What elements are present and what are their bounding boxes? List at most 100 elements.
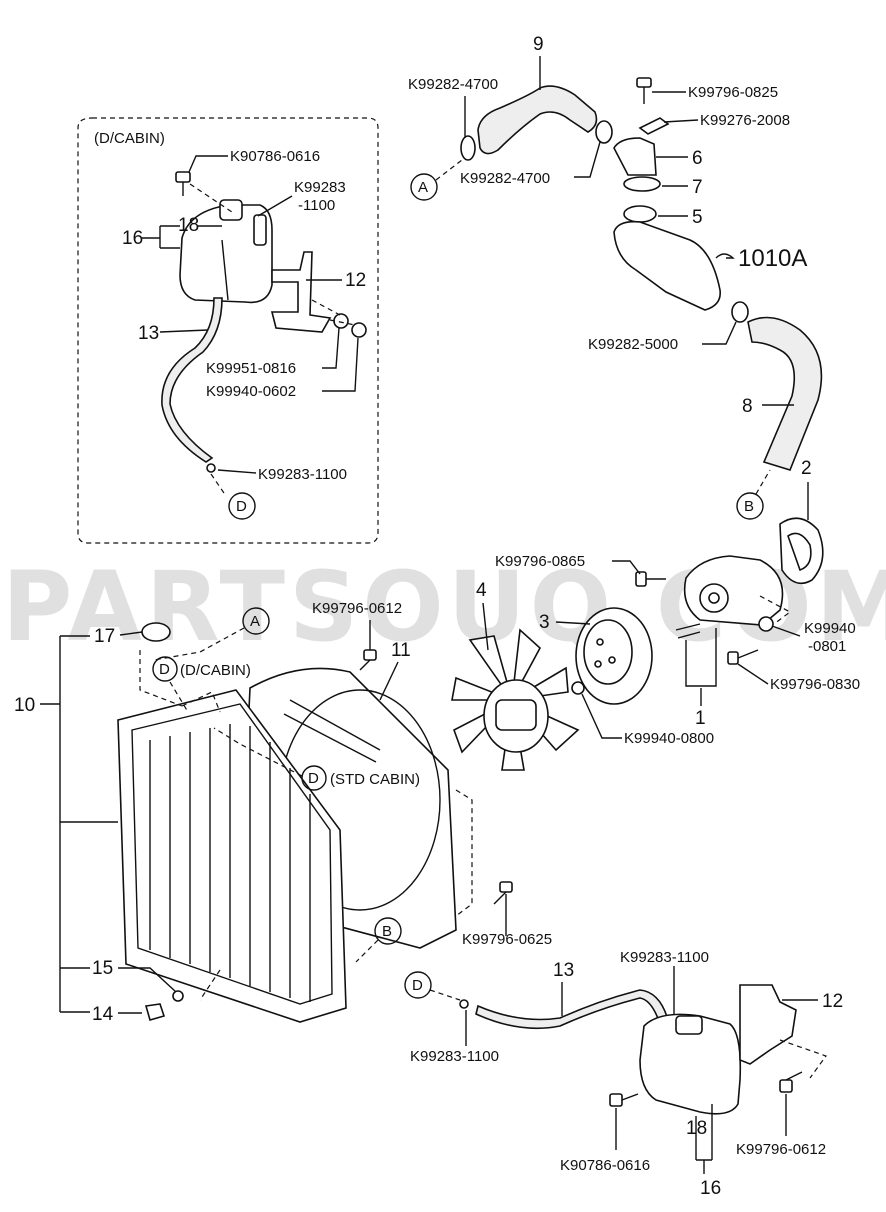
ref-b-top <box>736 492 764 520</box>
hose-clamp-icon <box>595 120 613 144</box>
callout-8: 8 <box>742 396 753 417</box>
bolt-icon-inset <box>175 171 191 196</box>
part-k99282-5000: K99282-5000 <box>588 336 678 353</box>
part-k99283-1100-inset: K99283-1100 <box>258 466 347 483</box>
ref-a-rad-label: A <box>250 613 260 630</box>
bolt-icon-0830 <box>727 649 759 665</box>
ref-b-top-label: B <box>744 498 754 515</box>
ref-b-rad <box>374 917 402 945</box>
nut-icon-0801 <box>758 616 774 632</box>
callout-3: 3 <box>539 612 550 633</box>
note-std-cabin: (STD CABIN) <box>330 771 420 788</box>
ref-d-dcabin-label: D <box>159 661 170 678</box>
callout-15: 15 <box>92 958 113 979</box>
bolt-icon-0612-main <box>779 1071 803 1093</box>
nut-icon-0800 <box>571 681 585 695</box>
callout-10: 10 <box>14 695 35 716</box>
part-k99796-0865: K99796-0865 <box>495 553 585 570</box>
ref-d-std <box>301 765 327 791</box>
upper-hose-group: A 9 K99282-4700 K99282-4700 <box>408 34 613 201</box>
radiator-group: K99796-0612 A D (D/CABIN) D (STD CABIN) … <box>14 600 552 1025</box>
ref-d-hose-label: D <box>412 977 423 994</box>
part-k99796-0612-main: K99796-0612 <box>736 1141 826 1158</box>
upper-hose <box>477 85 598 155</box>
fan-group: 4 <box>451 580 580 771</box>
part-k99940-0800: K99940-0800 <box>624 730 714 747</box>
overflow-hose-inset <box>161 297 223 463</box>
callout-9: 9 <box>533 34 544 55</box>
part-k99940-0602: K99940-0602 <box>206 383 296 400</box>
ref-d-inset <box>228 492 256 520</box>
callout-16-inset: 16 <box>122 228 143 249</box>
ref-d-std-label: D <box>308 770 319 787</box>
water-pump-group: 2 K99796-0865 1 K99940 -0801 K99796-0830 <box>495 458 860 729</box>
hose-clamp-icon <box>731 301 749 323</box>
part-k99283-1100-top: K99283-1100 <box>620 949 709 966</box>
callout-13-inset: 13 <box>138 323 159 344</box>
part-k99940-0801-a: K99940 <box>804 620 856 637</box>
bolt-icon-0865 <box>635 571 666 587</box>
water-pump <box>683 555 784 626</box>
ref-b-rad-label: B <box>382 923 392 940</box>
lower-hose-group: K99282-5000 8 B <box>588 301 823 520</box>
ref-a-top <box>410 173 438 201</box>
part-k99283-1100-hose: K99283-1100 <box>410 1048 499 1065</box>
part-k99282-4700-b: K99282-4700 <box>460 170 550 187</box>
callout-5: 5 <box>692 207 703 228</box>
gasket-icon <box>623 176 661 192</box>
radiator-cap-icon <box>141 622 171 642</box>
callout-18-inset: 18 <box>178 215 199 236</box>
bracket-main <box>739 984 797 1065</box>
thermostat-housing <box>613 220 722 311</box>
part-k99283-inset-b: -1100 <box>298 197 335 214</box>
ref-page-1010a: 1010A <box>738 245 807 272</box>
part-k99796-0825: K99796-0825 <box>688 84 778 101</box>
part-k99796-0625: K99796-0625 <box>462 931 552 948</box>
callout-12-main: 12 <box>822 991 843 1012</box>
clip-icon <box>638 117 670 135</box>
part-k90786-0616-main: K90786-0616 <box>560 1157 650 1174</box>
ref-a-rad <box>242 607 270 635</box>
callout-6: 6 <box>692 148 703 169</box>
callout-12-inset: 12 <box>345 270 366 291</box>
part-k99796-0612-top: K99796-0612 <box>312 600 402 617</box>
ref-d-inset-label: D <box>236 498 247 515</box>
callout-7: 7 <box>692 177 703 198</box>
callout-4: 4 <box>476 580 487 601</box>
part-k99282-4700-a: K99282-4700 <box>408 76 498 93</box>
inset-title: (D/CABIN) <box>94 130 165 147</box>
hose-clamp-icon <box>460 135 476 161</box>
ref-a-top-label: A <box>418 179 428 196</box>
washer-icon <box>333 313 349 329</box>
drain-cock-icon <box>144 1003 166 1021</box>
reservoir-tank-main <box>639 1013 742 1115</box>
part-k99276-2008: K99276-2008 <box>700 112 790 129</box>
reservoir-group-main: D 13 K99283-1100 K99283-1100 12 K90786-0… <box>404 949 843 1199</box>
inset-dcabin: (D/CABIN) K90786-0616 K99283 -1100 <box>77 117 379 544</box>
callout-16-main: 16 <box>700 1178 721 1199</box>
callout-17: 17 <box>94 626 115 647</box>
callout-14: 14 <box>92 1004 114 1025</box>
bolt-icon-0616-main <box>609 1093 639 1107</box>
bolt-icon-0625 <box>493 881 513 905</box>
callout-13-main: 13 <box>553 960 574 981</box>
ref-d-hose <box>404 971 432 999</box>
bolt-icon-0825 <box>636 77 652 104</box>
part-k99951-0816: K99951-0816 <box>206 360 296 377</box>
part-k99796-0830: K99796-0830 <box>770 676 860 693</box>
bracket-inset <box>270 251 332 333</box>
note-d-cabin: (D/CABIN) <box>180 662 251 679</box>
callout-11: 11 <box>391 640 411 661</box>
part-k99940-0801-b: -0801 <box>808 638 846 655</box>
thermostat-group: K99796-0825 K99276-2008 6 7 5 1010A <box>613 77 807 311</box>
water-outlet <box>613 137 657 176</box>
lower-hose <box>747 316 823 471</box>
part-k90786-0616-inset: K90786-0616 <box>230 148 320 165</box>
part-k99283-inset-a: K99283 <box>294 179 346 196</box>
thermostat-icon <box>623 205 657 223</box>
overflow-hose-main <box>475 989 669 1030</box>
nut-icon <box>351 322 367 338</box>
cooling-fan <box>451 628 580 771</box>
drain-plug-icon <box>172 990 184 1002</box>
callout-1: 1 <box>695 708 706 729</box>
